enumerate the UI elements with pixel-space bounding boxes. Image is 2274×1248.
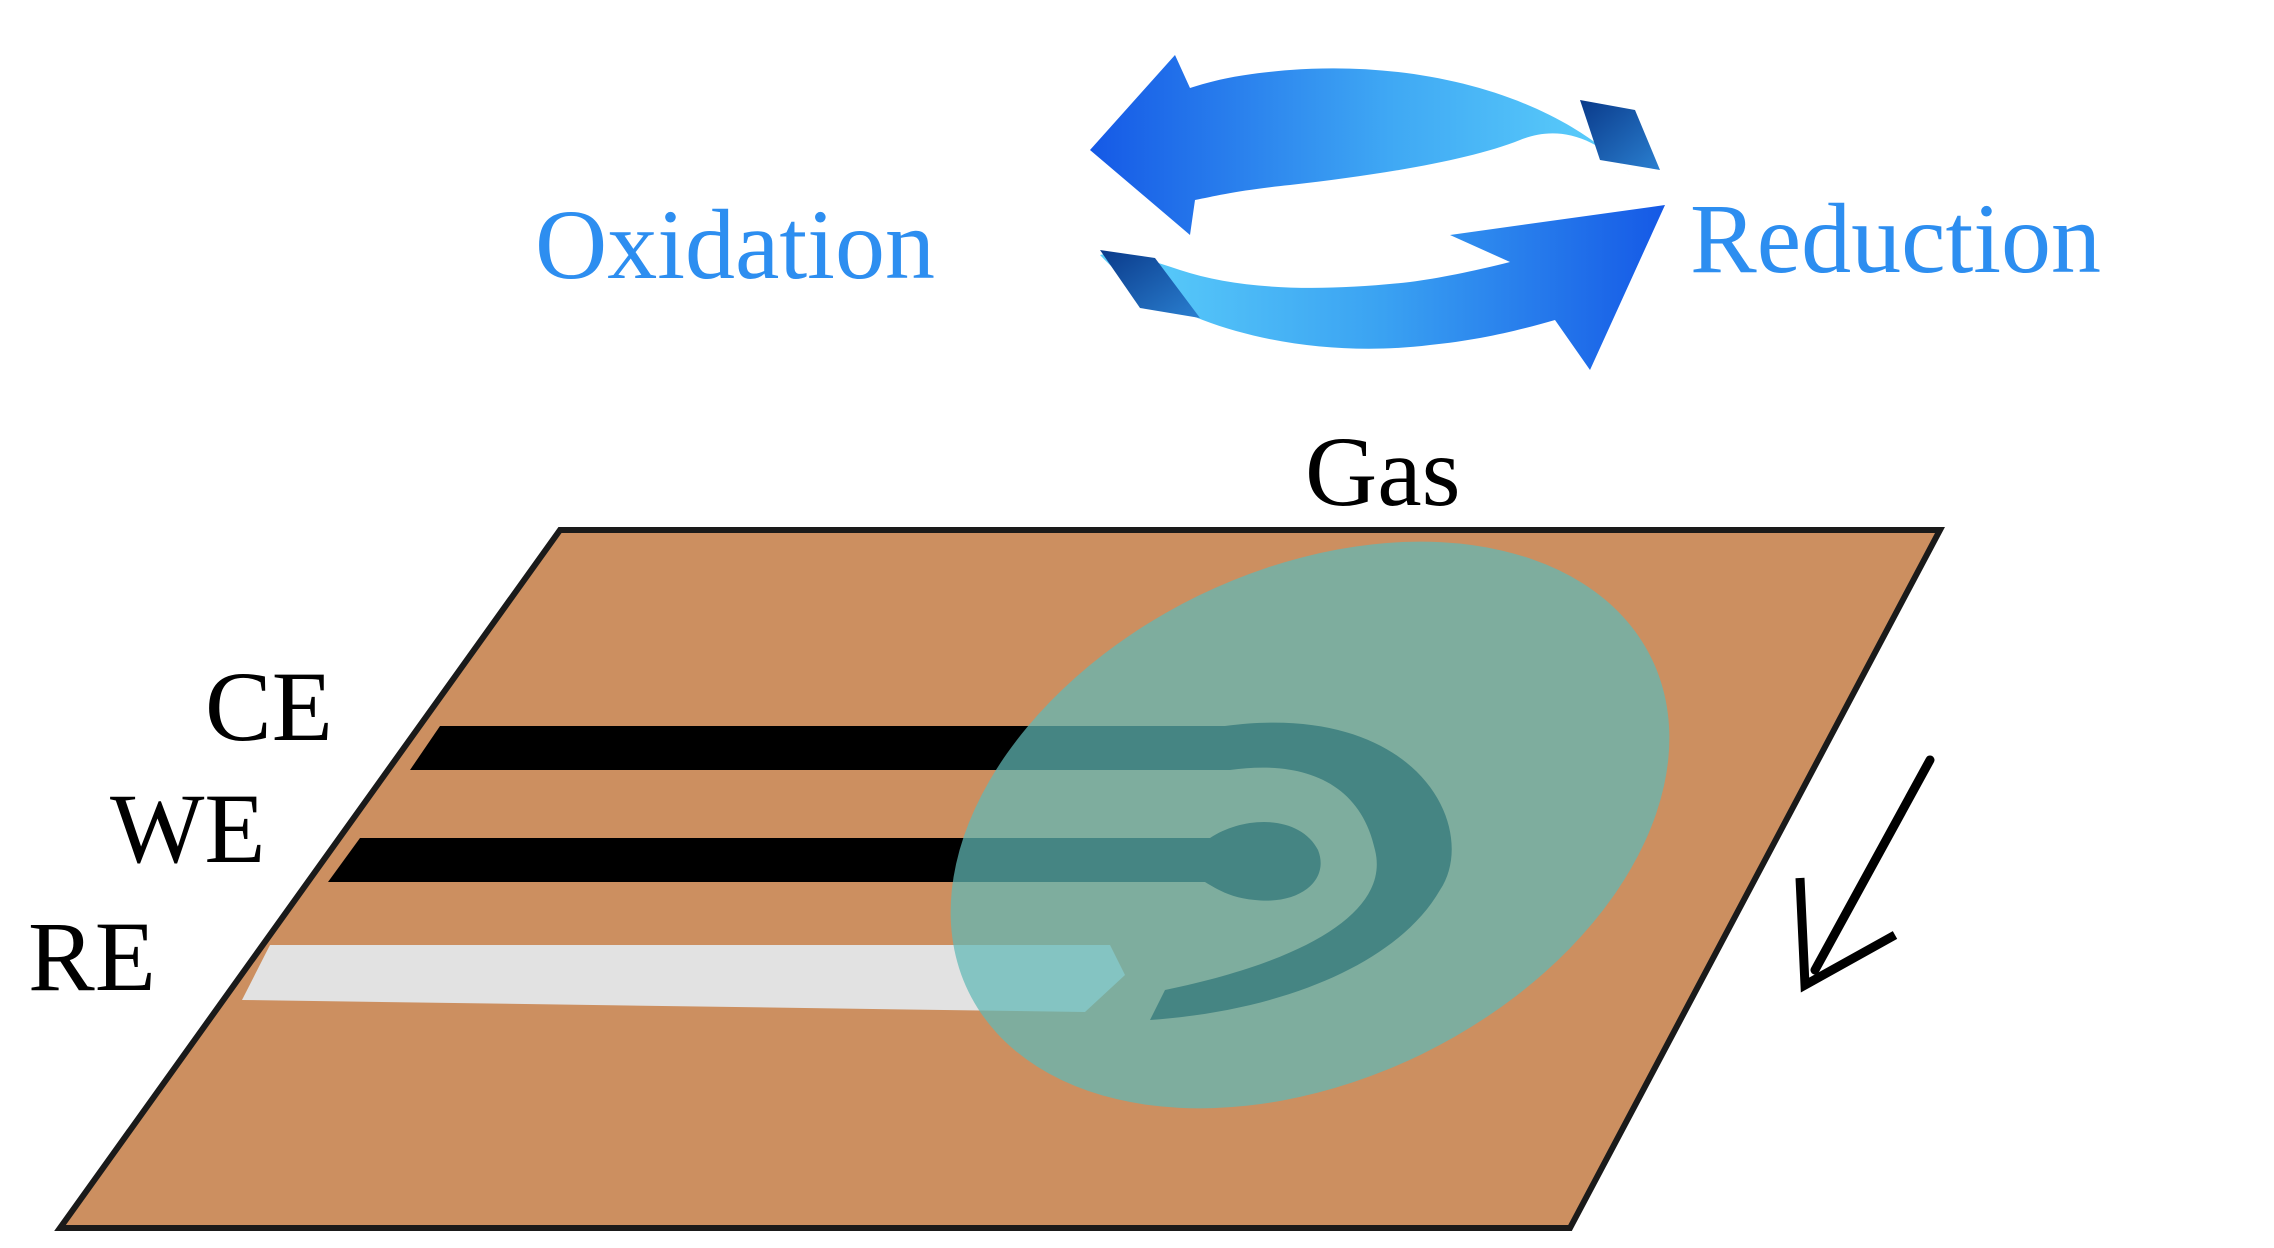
re-label: RE [28,901,156,1012]
gas-label: Gas [1305,416,1461,527]
reference-electrode-lead [242,945,1125,1012]
ce-label: CE [205,651,333,762]
counter-electrode-lead [410,726,850,770]
we-label: WE [110,773,265,884]
reduction-label: Reduction [1690,183,2101,294]
oxidation-label: Oxidation [535,189,935,300]
arrow-down-left-icon [1795,755,1935,993]
redox-cycle-arrows-icon [1090,55,1665,370]
gas-cloud [950,541,1670,1109]
working-electrode-lead [328,838,790,882]
